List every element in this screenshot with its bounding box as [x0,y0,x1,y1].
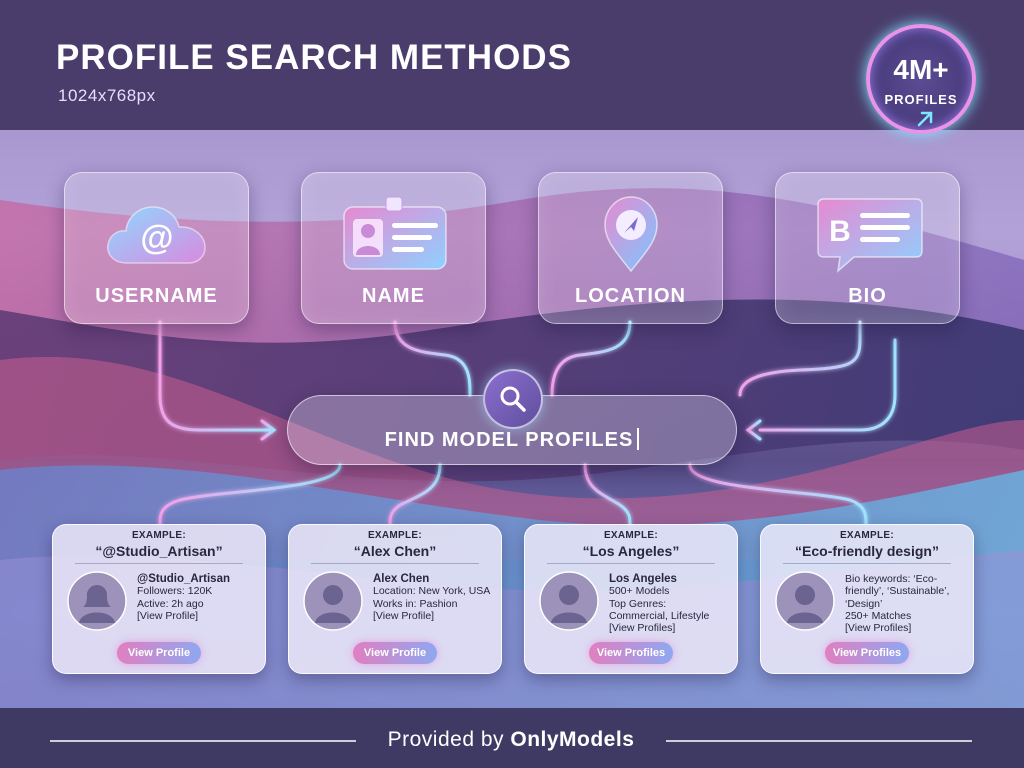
svg-text:B: B [829,215,851,248]
avatar-icon [67,571,127,631]
info-line: Los Angeles [609,573,677,585]
avatar-icon [303,571,363,631]
example-card-location: EXAMPLE: “Los Angeles” Los Angeles 500+ … [524,524,738,674]
text-cursor [637,428,640,450]
example-card-name: EXAMPLE: “Alex Chen” Alex Chen Location:… [288,524,502,674]
example-info: Alex Chen Location: New York, USA Works … [373,573,490,622]
method-label: USERNAME [95,285,218,307]
divider [547,563,715,564]
example-info: Bio keywords: ‘Eco- friendly’, ‘Sustaina… [845,573,949,634]
arrow-up-right-icon [917,111,933,127]
info-link[interactable]: [View Profile] [373,609,435,622]
info-line: 250+ Matches [845,609,912,622]
info-line: ‘Design’ [845,597,883,610]
info-line: Location: New York, USA [373,585,491,598]
example-heading: EXAMPLE: [839,530,895,541]
divider [311,563,479,564]
footer-prefix: Provided by [387,728,505,751]
info-line: Alex Chen [373,573,430,585]
avatar-icon [539,571,599,631]
divider [783,563,951,564]
info-line: @Studio_Artisan [137,573,230,585]
info-line: Commercial, Lifestyle [609,609,710,622]
example-query: “Eco-friendly design” [795,543,939,559]
search-bar-text: FIND MODEL PROFILES [288,428,736,452]
footer [0,708,1024,768]
location-pin-icon [604,196,658,273]
info-line: 500+ Models [609,585,670,598]
info-link[interactable]: [View Profiles] [845,622,912,635]
method-label: LOCATION [575,285,686,307]
example-info: Los Angeles 500+ Models Top Genres: Comm… [609,573,709,634]
view-profile-button[interactable]: View Profile [117,642,201,664]
example-card-username: EXAMPLE: “@Studio_Artisan” @Studio_Artis… [52,524,266,674]
method-name[interactable]: NAME [301,172,486,324]
cloud-at-icon: @ [107,206,206,264]
method-label: NAME [362,285,425,307]
search-bar-label: FIND MODEL PROFILES [384,429,634,451]
id-card-icon [343,196,447,270]
info-line: friendly’, ‘Sustainable’, [845,585,950,598]
footer-divider-left [50,740,356,742]
view-profiles-button[interactable]: View Profiles [589,642,673,664]
example-info: @Studio_Artisan Followers: 120K Active: … [137,573,230,622]
example-query: “Alex Chen” [353,543,437,559]
view-profiles-button[interactable]: View Profiles [825,642,909,664]
info-line: Works in: Pashion [373,597,458,610]
example-heading: EXAMPLE: [603,530,659,541]
info-link[interactable]: [View Profile] [137,609,199,622]
info-line: Active: 2h ago [137,597,204,610]
badge-label: PROFILES [884,92,958,107]
example-heading: EXAMPLE: [131,530,187,541]
avatar-icon [775,571,835,631]
page-title: PROFILE SEARCH METHODS [56,38,572,77]
profile-count-badge: 4M+ PROFILES [866,24,976,134]
example-query: “Los Angeles” [582,543,680,559]
search-button[interactable] [483,369,543,429]
info-line: Top Genres: [609,597,667,610]
badge-value: 4M+ [893,54,949,85]
method-location[interactable]: LOCATION [538,172,723,324]
divider [75,563,243,564]
method-label: BIO [848,285,887,307]
method-username[interactable]: @ USERNAME [64,172,249,324]
example-heading: EXAMPLE: [367,530,423,541]
chat-bubble-b-icon: B [817,198,923,273]
info-link[interactable]: [View Profiles] [609,622,676,635]
footer-divider-right [666,740,972,742]
footer-brand[interactable]: OnlyModels [510,728,635,751]
example-card-bio: EXAMPLE: “Eco-friendly design” Bio keywo… [760,524,974,674]
search-icon [500,386,526,412]
svg-text:@: @ [140,219,173,257]
method-bio[interactable]: B BIO [775,172,960,324]
info-line: Followers: 120K [137,585,213,598]
info-line: Bio keywords: ‘Eco- [845,573,938,585]
page-subtitle: 1024x768px [58,86,156,105]
view-profile-button[interactable]: View Profile [353,642,437,664]
footer-credit: Provided by OnlyModels [356,728,666,752]
example-query: “@Studio_Artisan” [95,543,223,559]
